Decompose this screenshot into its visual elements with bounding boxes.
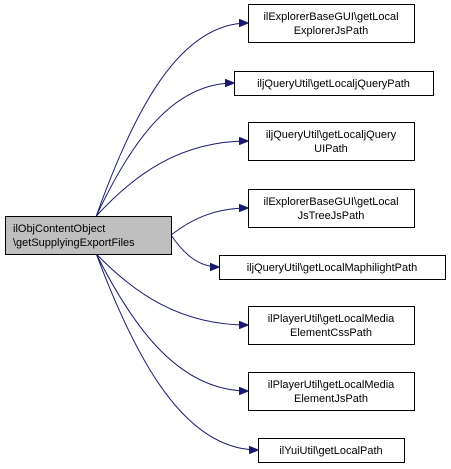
node-box <box>219 255 446 280</box>
call-edge-player-local-media-css <box>95 253 248 325</box>
node-box <box>248 122 415 161</box>
node-box <box>248 4 415 43</box>
callee-node-yui-local-path[interactable]: ilYuiUtil\getLocalPath <box>258 438 405 463</box>
call-edge-jquery-local-maphilight <box>170 234 219 267</box>
node-label-line: ilObjContentObject <box>13 223 105 235</box>
callee-node-jquery-local-maphilight[interactable]: iljQueryUtil\getLocalMaphilightPath <box>219 255 446 280</box>
node-label-line: iljQueryUtil\getLocaljQueryPath <box>257 78 410 90</box>
call-edge-jquery-local-jquery <box>95 83 234 217</box>
node-label-line: \getSupplyingExportFiles <box>13 237 135 249</box>
node-box <box>248 189 415 228</box>
node-label-line: iljQueryUtil\getLocaljQuery <box>266 129 397 141</box>
node-label-line: ExplorerJsPath <box>294 25 369 37</box>
call-edge-explorer-local-explorer-js <box>95 23 248 217</box>
call-edge-yui-local-path <box>95 253 258 450</box>
callee-node-jquery-local-jquery[interactable]: iljQueryUtil\getLocaljQueryPath <box>234 71 434 96</box>
node-label-line: JsTreeJsPath <box>298 210 365 222</box>
node-label-line: UIPath <box>314 143 348 155</box>
edges-layer <box>95 23 258 450</box>
root-function-node[interactable]: ilObjContentObject \getSupplyingExportFil… <box>5 216 172 255</box>
call-edge-player-local-media-js <box>95 253 248 391</box>
node-label-line: ilExplorerBaseGUI\getLocal <box>263 11 398 23</box>
nodes-layer: ilObjContentObject \getSupplyingExportFil… <box>5 4 446 463</box>
node-box <box>248 372 415 411</box>
node-box <box>234 71 434 96</box>
node-box <box>258 438 405 463</box>
node-label-line: ElementJsPath <box>294 393 368 405</box>
node-box <box>248 306 415 345</box>
node-label-line: ilPlayerUtil\getLocalMedia <box>268 379 395 391</box>
call-edge-jquery-local-jquery-ui <box>95 141 248 217</box>
node-label-line: iljQueryUtil\getLocalMaphilightPath <box>247 262 418 274</box>
node-box <box>5 216 172 255</box>
node-label-line: ElementCssPath <box>290 327 372 339</box>
node-label-line: ilYuiUtil\getLocalPath <box>279 445 382 457</box>
call-edge-explorer-local-jstree-js <box>170 208 248 236</box>
node-label-line: ilPlayerUtil\getLocalMedia <box>268 313 395 325</box>
node-label-line: ilExplorerBaseGUI\getLocal <box>263 196 398 208</box>
